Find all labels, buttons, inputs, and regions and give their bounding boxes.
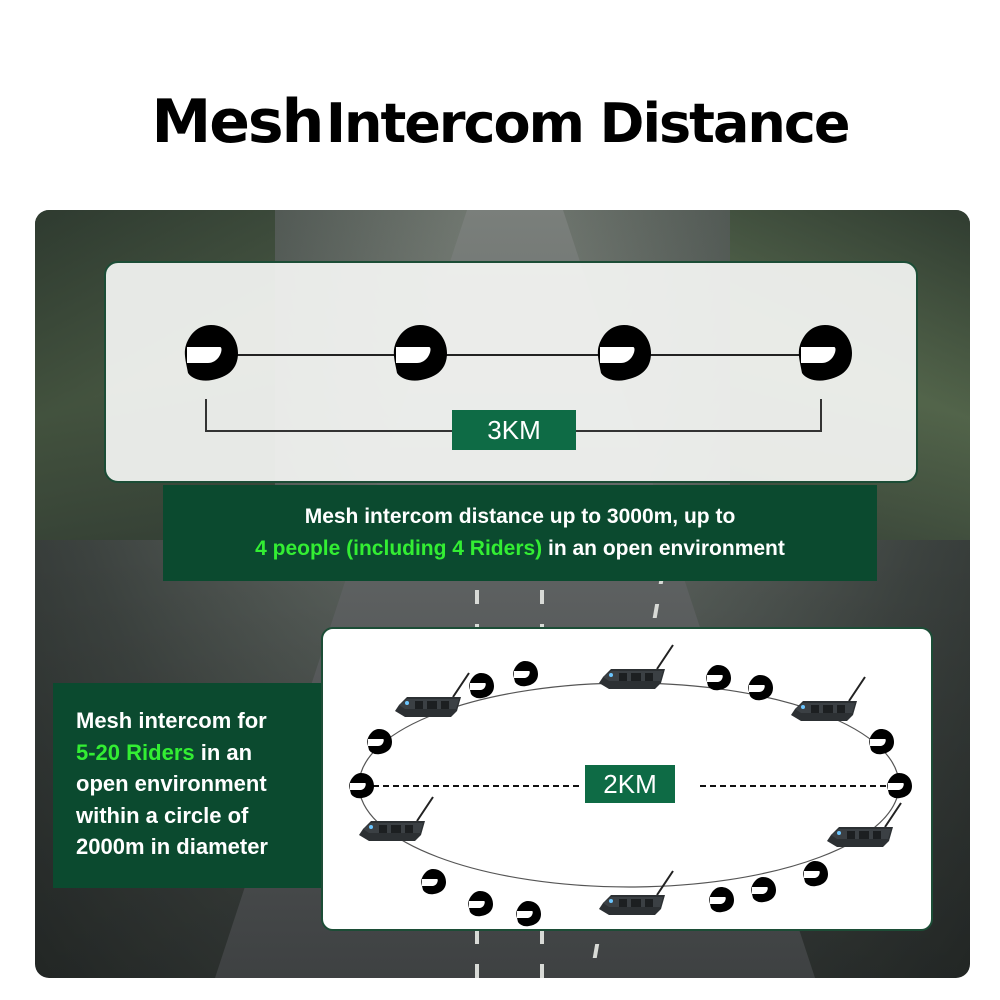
left-caption-line2: 5-20 Riders in an bbox=[76, 737, 321, 769]
left-caption-line3: open environment bbox=[76, 771, 267, 796]
left-caption-line2-rest: in an bbox=[194, 739, 253, 765]
intercom-device-icon bbox=[598, 870, 674, 916]
left-caption-line5: 2000m in diameter bbox=[76, 834, 268, 859]
distance-badge-3km: 3KM bbox=[452, 410, 576, 450]
top-caption-line2-rest: in an open environment bbox=[542, 537, 785, 560]
title-rest: Intercom Distance bbox=[325, 92, 851, 155]
left-caption-highlight: 5-20 Riders bbox=[76, 739, 195, 765]
intercom-device-icon bbox=[826, 802, 902, 848]
intercom-device-icon bbox=[358, 796, 434, 842]
helmet-icon bbox=[706, 665, 731, 691]
left-caption-box: Mesh intercom for 5-20 Riders in an open… bbox=[53, 683, 321, 888]
bottom-diagram-panel: 2KM bbox=[321, 627, 933, 931]
helmet-icon bbox=[421, 869, 446, 895]
helmet-icon bbox=[751, 877, 776, 903]
left-caption-line1: Mesh intercom for bbox=[76, 708, 267, 733]
helmet-icon bbox=[516, 901, 541, 927]
top-caption-box: Mesh intercom distance up to 3000m, up t… bbox=[163, 485, 877, 581]
mesh-circle-diagram bbox=[349, 644, 912, 927]
distance-badge-2km: 2KM bbox=[585, 765, 675, 803]
helmet-icon bbox=[887, 773, 912, 799]
intercom-device-icon bbox=[790, 676, 866, 722]
top-caption-highlight: 4 people (including 4 Riders) bbox=[255, 537, 543, 560]
title-word-mesh: Mesh bbox=[151, 87, 325, 157]
top-caption-line2: 4 people (including 4 Riders) in an open… bbox=[163, 533, 877, 565]
helmet-icon bbox=[367, 729, 392, 755]
helmet-icon bbox=[469, 673, 494, 699]
helmet-connection-line bbox=[211, 354, 831, 356]
helmet-icon bbox=[869, 729, 894, 755]
helmet-icon bbox=[798, 325, 852, 381]
helmet-icon bbox=[597, 325, 651, 381]
helmet-icon bbox=[184, 325, 238, 381]
left-caption-line4: within a circle of bbox=[76, 802, 249, 828]
helmet-icon bbox=[468, 891, 493, 917]
top-diagram-panel: 3KM bbox=[104, 261, 918, 483]
intercom-device-icon bbox=[598, 644, 674, 690]
helmet-icon bbox=[748, 675, 773, 701]
helmet-icon bbox=[513, 661, 538, 687]
helmet-icon bbox=[349, 773, 374, 799]
top-caption-line1: Mesh intercom distance up to 3000m, up t… bbox=[304, 505, 736, 528]
helmet-icon bbox=[803, 861, 828, 887]
helmet-icon bbox=[393, 325, 447, 381]
page-title: Mesh Intercom Distance bbox=[0, 92, 1000, 152]
helmet-icon bbox=[709, 887, 734, 913]
intercom-device-icon bbox=[394, 672, 470, 718]
